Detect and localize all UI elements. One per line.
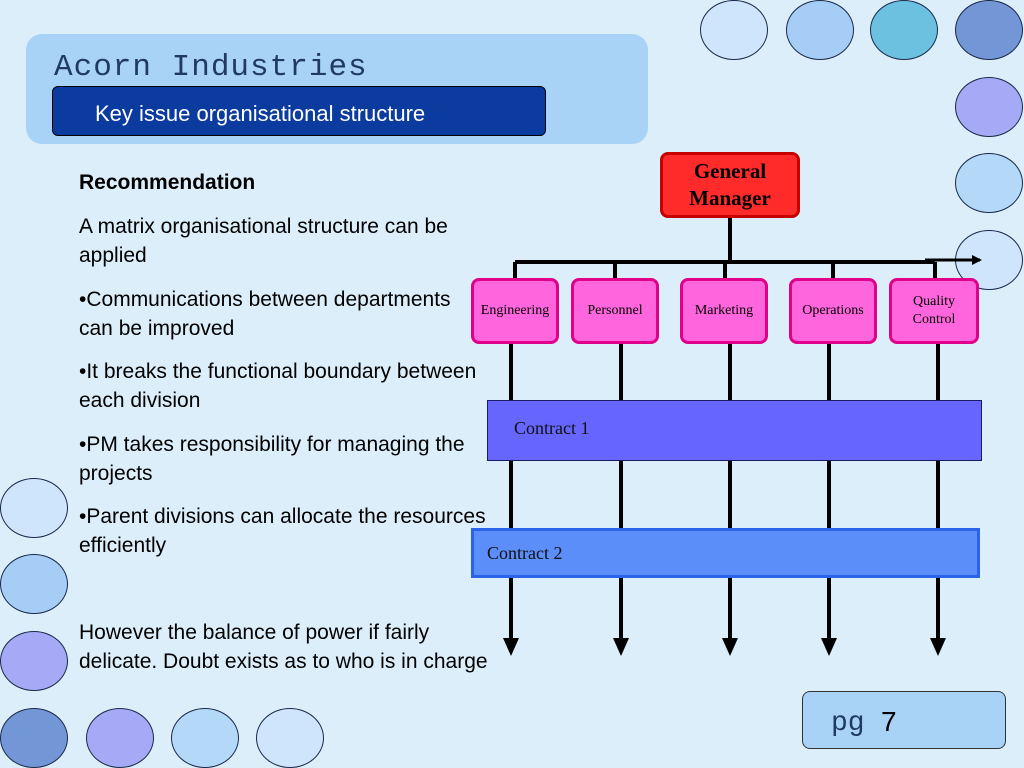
decorative-circle (0, 631, 68, 691)
bullet-item: •Communications between departments can … (79, 288, 451, 340)
decorative-circle (0, 478, 68, 538)
department-quality-control: Quality Control (889, 278, 979, 344)
decorative-circle (86, 708, 154, 768)
down-arrow (722, 638, 738, 656)
decorative-circle (786, 0, 854, 60)
recommendation-heading: Recommendation (79, 171, 256, 194)
down-arrow (503, 638, 519, 656)
slide-subtitle: Key issue organisational structure (95, 101, 426, 126)
department-marketing: Marketing (680, 278, 768, 344)
down-arrow (930, 638, 946, 656)
department-operations: Operations (789, 278, 877, 344)
department-engineering: Engineering (471, 278, 559, 344)
decorative-circle (171, 708, 239, 768)
page-number-box: pg 7 (802, 691, 1006, 749)
contract-2-bar: Contract 2 (471, 528, 980, 578)
decorative-circle (955, 0, 1023, 60)
page-title: Acorn Industries (54, 50, 368, 85)
decorative-circle (0, 554, 68, 614)
decorative-circle (955, 153, 1023, 213)
subtitle-bar: Key issue organisational structure (52, 86, 546, 136)
conclusion-text: However the balance of power if fairly d… (79, 621, 488, 673)
bullet-item: •PM takes responsibility for managing th… (79, 433, 465, 485)
recommendation-intro: A matrix organisational structure can be… (79, 215, 448, 267)
page-label: pg (831, 708, 865, 739)
decorative-circle (955, 77, 1023, 137)
general-manager-box: General Manager (660, 152, 800, 218)
contract-1-bar: Contract 1 (487, 400, 982, 461)
decorative-circle (870, 0, 938, 60)
decorative-circle (0, 708, 68, 768)
down-arrow (613, 638, 629, 656)
bullet-item: •Parent divisions can allocate the resou… (79, 505, 486, 557)
contract-label: Contract 1 (514, 418, 590, 438)
department-personnel: Personnel (571, 278, 659, 344)
page-number: 7 (881, 706, 897, 737)
down-arrow (821, 638, 837, 656)
decorative-circle (700, 0, 768, 60)
bullet-item: •It breaks the functional boundary betwe… (79, 360, 477, 412)
contract-label: Contract 2 (487, 543, 563, 563)
